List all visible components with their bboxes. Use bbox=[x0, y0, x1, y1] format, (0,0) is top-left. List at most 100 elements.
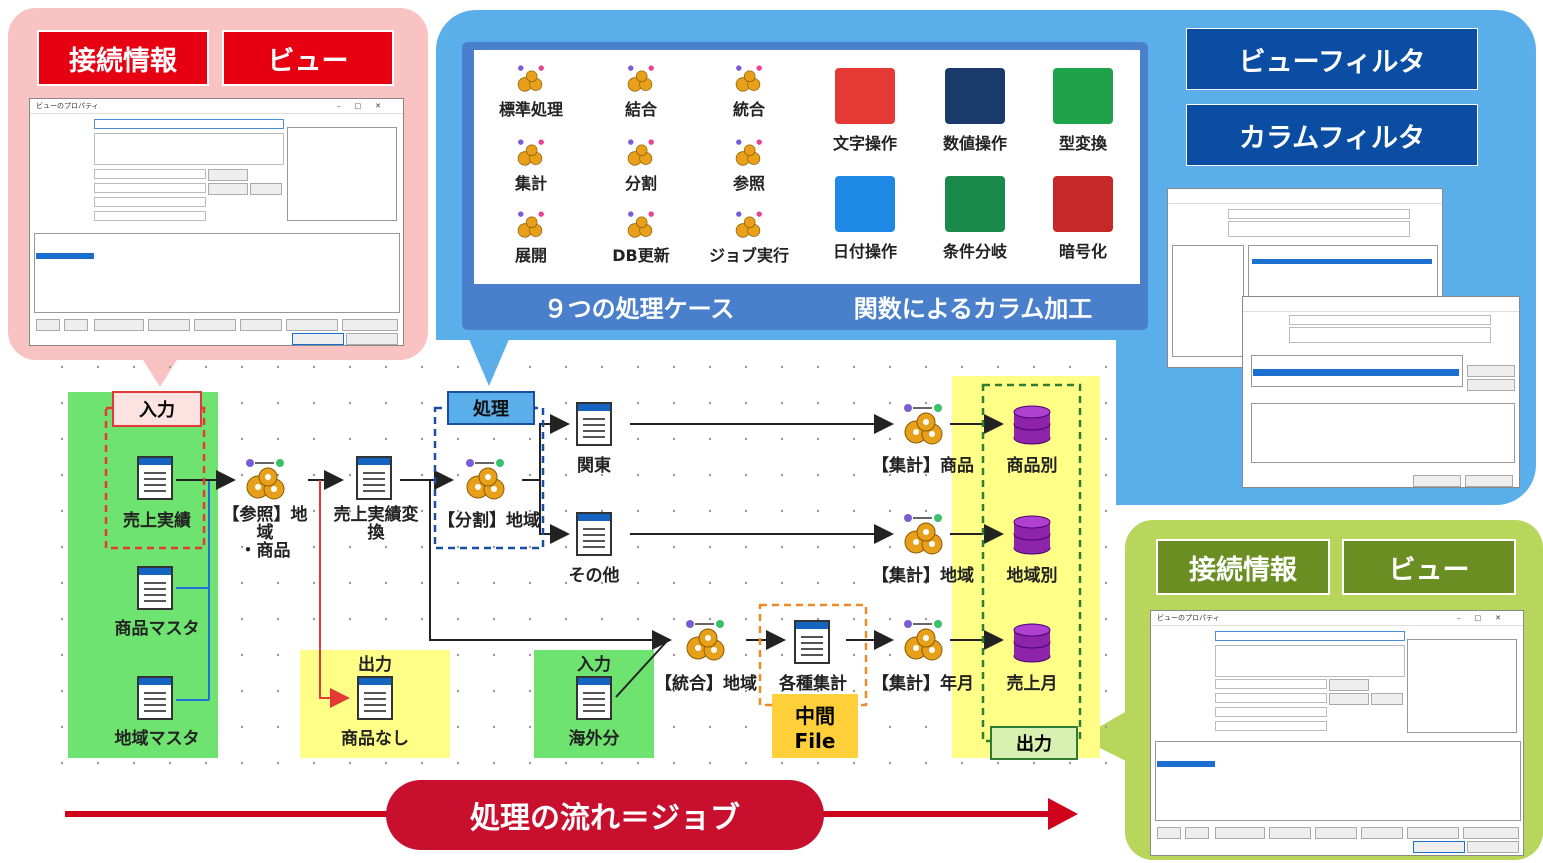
palette-item-label: 参照 bbox=[732, 174, 765, 193]
column-filter-dialog[interactable] bbox=[1242, 296, 1520, 488]
lookup-label: 【参照】地域 ・商品 bbox=[222, 505, 308, 561]
aggregate-month-label: 【集計】年月 bbox=[872, 674, 974, 694]
kanto-document-icon[interactable] bbox=[576, 402, 612, 446]
palette-item-lookup[interactable]: 参照 bbox=[706, 138, 792, 194]
db-update-icon bbox=[624, 210, 658, 240]
intermediate-file-line2: File bbox=[794, 728, 836, 753]
merge-gear-icon[interactable] bbox=[680, 616, 730, 666]
palette-item-label: 文字操作 bbox=[832, 134, 897, 153]
column-filter-label: カラムフィルタ bbox=[1186, 104, 1478, 166]
standard-process-icon bbox=[514, 64, 548, 94]
palette-item-condition[interactable]: 条件分岐 bbox=[930, 176, 1020, 262]
connection-info-label-right: 接続情報 bbox=[1156, 539, 1330, 595]
intermediate-label: 各種集計 bbox=[779, 674, 847, 694]
dialog-title: ビューのプロパティ bbox=[1157, 614, 1220, 622]
palette-item-expand[interactable]: 展開 bbox=[488, 210, 574, 266]
processing-callout-pointer bbox=[465, 330, 513, 386]
overseas-zone-tag: 入力 bbox=[577, 655, 611, 675]
by-region-database-icon[interactable] bbox=[1012, 512, 1052, 556]
aggregate-product-label: 【集計】商品 bbox=[872, 456, 974, 476]
no-product-document-icon[interactable] bbox=[357, 676, 393, 720]
view-label-right: ビュー bbox=[1342, 539, 1516, 595]
kanto-label: 関東 bbox=[577, 456, 611, 476]
join-icon bbox=[624, 64, 658, 94]
no-product-label: 商品なし bbox=[341, 729, 409, 749]
region-master-label: 地域マスタ bbox=[114, 729, 200, 749]
expand-icon bbox=[514, 210, 548, 240]
palette-item-label: ジョブ実行 bbox=[708, 246, 789, 265]
intermediate-document-icon[interactable] bbox=[794, 620, 830, 664]
palette-item-merge[interactable]: 統合 bbox=[706, 64, 792, 120]
sales-document-icon[interactable] bbox=[137, 456, 173, 500]
split-label: 【分割】地域 bbox=[438, 511, 540, 531]
aggregate-month-gear-icon[interactable] bbox=[898, 616, 948, 666]
encrypt-icon bbox=[1053, 176, 1113, 232]
other-document-icon[interactable] bbox=[576, 512, 612, 556]
product-master-label: 商品マスタ bbox=[114, 619, 200, 639]
transformed-label: 売上実績変 換 bbox=[333, 505, 419, 543]
output-tag: 出力 bbox=[990, 726, 1078, 760]
palette-item-date-op[interactable]: 日付操作 bbox=[820, 176, 910, 262]
view-properties-dialog-right[interactable]: ビューのプロパティ –□✕ bbox=[1150, 610, 1524, 856]
product-master-document-icon[interactable] bbox=[137, 566, 173, 610]
sales-label: 売上実績 bbox=[123, 511, 191, 531]
region-master-document-icon[interactable] bbox=[137, 676, 173, 720]
palette-item-split[interactable]: 分割 bbox=[598, 138, 684, 194]
split-icon bbox=[624, 138, 658, 168]
processing-cases-caption: ９つの処理ケース bbox=[543, 294, 735, 323]
palette-item-type-convert[interactable]: 型変換 bbox=[1038, 68, 1128, 154]
transformed-document-icon[interactable] bbox=[356, 456, 392, 500]
palette-item-label: 標準処理 bbox=[498, 100, 563, 119]
palette-item-standard-process[interactable]: 標準処理 bbox=[488, 64, 574, 120]
palette-item-join[interactable]: 結合 bbox=[598, 64, 684, 120]
intermediate-file-tag: 中間 File bbox=[772, 694, 858, 758]
no-product-zone-tag: 出力 bbox=[358, 655, 392, 675]
palette-item-label: 集計 bbox=[514, 174, 547, 193]
palette-item-calculator[interactable]: 数値操作 bbox=[930, 68, 1020, 154]
aggregate-region-gear-icon[interactable] bbox=[898, 510, 948, 560]
palette-item-label: 条件分岐 bbox=[942, 242, 1007, 261]
aggregate-icon bbox=[514, 138, 548, 168]
icon-palette bbox=[474, 50, 1140, 284]
palette-item-aggregate[interactable]: 集計 bbox=[488, 138, 574, 194]
split-gear-icon[interactable] bbox=[460, 455, 510, 505]
by-product-database-icon[interactable] bbox=[1012, 402, 1052, 446]
palette-item-label: 数値操作 bbox=[942, 134, 1007, 153]
palette-item-db-update[interactable]: DB更新 bbox=[598, 210, 684, 266]
aggregate-region-label: 【集計】地域 bbox=[872, 566, 974, 586]
palette-item-job-run[interactable]: ジョブ実行 bbox=[706, 210, 792, 266]
palette-item-encrypt[interactable]: 暗号化 bbox=[1038, 176, 1128, 262]
palette-item-label: 展開 bbox=[514, 246, 547, 265]
sales-month-label: 売上月 bbox=[1006, 674, 1058, 694]
overseas-document-icon[interactable] bbox=[576, 676, 612, 720]
connection-info-label-left: 接続情報 bbox=[37, 30, 209, 86]
view-filter-dialog[interactable] bbox=[1167, 188, 1443, 368]
palette-item-label: 型変換 bbox=[1058, 134, 1107, 153]
condition-icon bbox=[945, 176, 1005, 232]
view-label-left: ビュー bbox=[222, 30, 394, 86]
other-label: その他 bbox=[568, 566, 620, 586]
palette-item-label: 結合 bbox=[624, 100, 657, 119]
view-properties-dialog-left[interactable]: ビューのプロパティ –□✕ bbox=[29, 98, 404, 346]
by-product-label: 商品別 bbox=[1006, 456, 1058, 476]
lookup-gear-icon[interactable] bbox=[240, 455, 290, 505]
aggregate-product-gear-icon[interactable] bbox=[898, 400, 948, 450]
job-run-icon bbox=[732, 210, 766, 240]
process-tag: 処理 bbox=[447, 391, 535, 425]
intermediate-file-line1: 中間 bbox=[795, 703, 835, 728]
palette-item-label: 暗号化 bbox=[1058, 242, 1107, 261]
type-convert-icon bbox=[1053, 68, 1113, 124]
lookup-icon bbox=[732, 138, 766, 168]
overseas-label: 海外分 bbox=[568, 729, 620, 749]
palette-item-label: 日付操作 bbox=[832, 242, 897, 261]
sales-month-database-icon[interactable] bbox=[1012, 620, 1052, 664]
palette-item-label: 統合 bbox=[732, 100, 765, 119]
input-tag: 入力 bbox=[112, 391, 202, 427]
dialog-title: ビューのプロパティ bbox=[36, 102, 99, 110]
palette-item-string-op[interactable]: 文字操作 bbox=[820, 68, 910, 154]
merge-icon bbox=[732, 64, 766, 94]
by-region-label: 地域別 bbox=[1006, 566, 1058, 586]
merge-label: 【統合】地域 bbox=[655, 674, 757, 694]
calculator-icon bbox=[945, 68, 1005, 124]
view-filter-label: ビューフィルタ bbox=[1186, 28, 1478, 90]
